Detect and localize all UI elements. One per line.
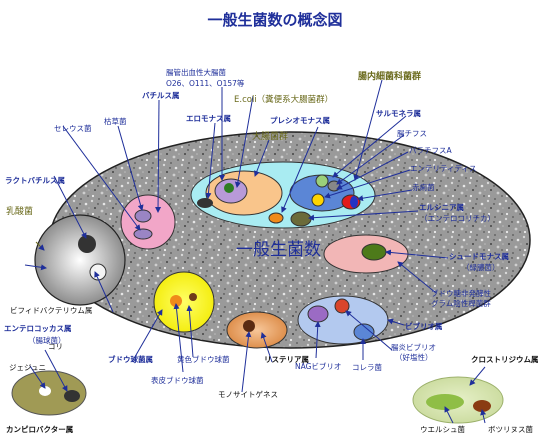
monocytogenes-label: モノサイトゲネス xyxy=(218,390,278,399)
enteritidis-label: エンテリティディス xyxy=(410,163,477,173)
listeria-ellipse xyxy=(226,311,288,349)
dysentery-label: 赤痢菌 xyxy=(412,182,435,192)
parahaemolyticus-label: 腸炎ビブリオ xyxy=(391,342,436,352)
epidermidis-label: 表皮ブドウ球菌 xyxy=(151,375,204,385)
typhoid-dot xyxy=(315,174,329,188)
diagram-title: 一般生菌数の概念図 xyxy=(207,11,342,29)
pseudomonas-sub-label: （緑膿菌） xyxy=(462,262,500,272)
ehec-dot xyxy=(224,183,234,193)
botulinum-dot xyxy=(473,400,491,412)
cholera-label: コレラ菌 xyxy=(352,362,382,372)
cereus-label: セレウス菌 xyxy=(54,123,92,133)
vibrio-label: ビブリオ属 xyxy=(405,321,443,331)
listeria-label: リステリア属 xyxy=(264,355,309,364)
welchii-dot xyxy=(426,394,464,410)
erwinia-label: エルシニア属 xyxy=(419,203,464,212)
dysentery-inner xyxy=(350,196,358,208)
general-bacteria-label: 一般生菌数 xyxy=(236,240,321,260)
plesiomonas-label: プレシオモナス属 xyxy=(270,115,330,125)
nonfermenting-label: ブドウ糖非発酵性 xyxy=(431,288,491,298)
ehec-label: 腸管出血性大腸菌 xyxy=(166,67,226,77)
enterocolitica-label: （エンテロコリチカ） xyxy=(420,214,495,223)
monocytogenes-dot xyxy=(243,320,255,332)
intestinal-bacteria-label: 腸内細菌科菌群 xyxy=(358,70,421,82)
ecoli-label: E.coli（糞便系大腸菌群） xyxy=(234,94,333,105)
bacillus-label: バチルス属 xyxy=(142,91,180,100)
clostridium-label: クロストリジウム属 xyxy=(471,354,539,364)
hay-bacillus-label: 枯草菌 xyxy=(104,116,127,126)
staphylococcus-circle xyxy=(153,271,215,333)
cereus-dot xyxy=(133,228,153,240)
erwinia-dot xyxy=(290,211,312,227)
jejuni-label: ジェジュニ xyxy=(9,363,46,372)
aureus-label: 黄色ブドウ球菌 xyxy=(177,354,230,364)
parahaemolyticus-dot xyxy=(334,298,350,314)
lactic-acid-label: 乳酸菌 xyxy=(6,205,33,217)
aeromonas-label: エロモナス属 xyxy=(186,114,231,123)
lactobacillus-label: ラクトバチルス属 xyxy=(5,175,65,185)
plesiomonas-dot xyxy=(268,212,284,224)
ehec-serotypes-label: O26、O111、O157等 xyxy=(166,78,245,88)
gram-negative-label: グラム陰性桿菌群 xyxy=(431,298,491,308)
pseudomonas-dot xyxy=(361,243,387,261)
bifidobacterium-label: ビフィドバクテリウム属 xyxy=(10,306,92,315)
nag-vibrio-dot xyxy=(307,305,329,323)
botulinum-label: ボツリヌス菌 xyxy=(488,424,533,434)
lactic-acid-connector xyxy=(35,241,45,251)
lactobacillus-dot xyxy=(78,235,96,253)
hay-bacillus-dot xyxy=(134,209,152,223)
enterococcus-label: エンテロコッカス属 xyxy=(4,324,72,333)
coli-dot xyxy=(64,390,80,402)
bacillus-circle xyxy=(120,194,176,250)
paratyphoid-label: パラチフスA xyxy=(409,146,452,155)
label-group: 腸内細菌科菌群 腸管出血性大腸菌 O26、O111、O157等 E.coli（糞… xyxy=(4,67,539,434)
halophilic-label: （好塩性） xyxy=(395,352,433,362)
coli-label: コリ xyxy=(48,342,63,351)
aureus-dot xyxy=(189,293,197,301)
salmonella-label: サルモネラ属 xyxy=(376,109,421,118)
staphylococcus-label: ブドウ球菌属 xyxy=(108,354,153,364)
welchii-label: ウエルシュ菌 xyxy=(420,424,465,434)
coliform-label: 大腸菌群 xyxy=(252,130,288,142)
bifidobacterium-circle xyxy=(34,214,126,306)
enteritidis-dot xyxy=(311,193,325,207)
pseudomonas-label: シュードモナス属 xyxy=(449,252,509,261)
paratyphoid-dot xyxy=(327,180,341,192)
aeromonas-dot xyxy=(197,198,213,208)
nag-vibrio-label: NAGビブリオ xyxy=(295,361,341,371)
campylobacter-label: カンピロバクター属 xyxy=(6,424,73,434)
enterococcus-sub-label: （腸球菌） xyxy=(28,335,66,345)
typhoid-label: 腸チフス xyxy=(397,129,427,138)
connector-lines xyxy=(24,79,487,424)
